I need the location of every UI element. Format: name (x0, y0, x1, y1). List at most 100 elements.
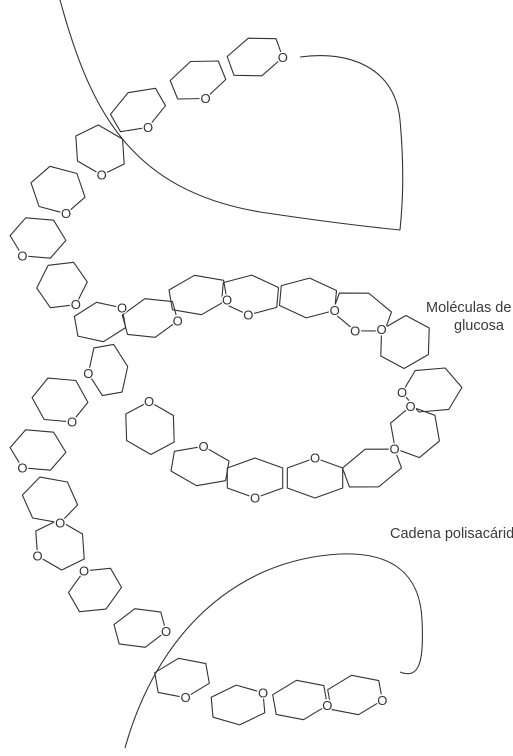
helix-upper-loop (59, 0, 401, 231)
oxygen-atom-mask (396, 386, 409, 399)
oxygen-atom-mask (349, 324, 362, 337)
oxygen-atom-label: O (173, 313, 183, 328)
glycosidic-bond (38, 450, 50, 500)
oxygen-atom-mask (376, 694, 389, 707)
glucose-ring (121, 298, 179, 338)
glycosidic-bond (250, 295, 308, 298)
glucose-rings (9, 37, 463, 726)
helix-lower-loop (124, 553, 423, 749)
oxygen-atom-mask (116, 301, 129, 314)
glycosidic-bonds (38, 57, 432, 705)
oxygen-atom-label: O (390, 442, 400, 457)
oxygen-atom-mask (31, 550, 44, 562)
glucose-ring (75, 124, 125, 176)
oxygen-atom-mask (179, 691, 192, 704)
oxygen-atom-label: O (61, 206, 71, 221)
glycosidic-bond (138, 80, 198, 110)
glucose-ring (21, 476, 79, 524)
oxygen-atom-label: O (143, 120, 153, 135)
helix-axis-curves (59, 0, 423, 749)
oxygen-atom-label: O (243, 307, 253, 322)
oxygen-atom-label: O (32, 549, 42, 564)
molecules-label-line1: Moléculas de (426, 300, 512, 316)
oxygen-atom-label: O (198, 439, 208, 454)
oxygen-atom-label: O (79, 563, 89, 578)
glucose-ring (30, 165, 86, 215)
glycosidic-bond (60, 545, 95, 590)
glucose-ring (113, 608, 167, 648)
oxygen-atom-label: O (55, 515, 65, 530)
oxygen-atom-mask (404, 400, 417, 413)
oxygen-atom-label: O (71, 297, 81, 312)
oxygen-atom-mask (197, 440, 210, 453)
glycosidic-bond (198, 57, 255, 80)
glucose-ring (380, 314, 430, 370)
oxygen-atom-label: O (350, 323, 360, 338)
oxygen-atom-mask (388, 443, 401, 456)
oxygen-atom-mask (54, 516, 67, 529)
oxygen-atom-label: O (258, 685, 268, 700)
oxygen-atom-label: O (161, 624, 171, 639)
oxygen-atom-label: O (67, 414, 77, 429)
oxygen-atom-mask (160, 625, 172, 638)
oxygen-atom-mask (242, 308, 255, 321)
oxygen-atom-mask (82, 367, 95, 380)
glucose-ring (272, 679, 328, 721)
oxygen-atom-label: O (17, 460, 27, 475)
oxygen-atom-label: O (17, 248, 27, 263)
glucose-ring (31, 377, 89, 423)
glucose-ring (390, 405, 440, 459)
polysaccharide-chain-label: Cadena polisacárida (390, 526, 513, 542)
oxygen-atom-mask (221, 294, 233, 306)
oxygen-atom-label: O (278, 50, 288, 65)
oxygen-atom-label: O (250, 491, 260, 506)
glucose-ring (327, 674, 383, 716)
oxygen-atom-mask (171, 314, 184, 327)
helix-upper-return (299, 55, 404, 231)
oxygen-atom-mask (199, 92, 212, 105)
oxygen-atoms: O O O O O O O O O O O O O O O O O O O O O O O O O O O O O O O O (16, 50, 417, 713)
oxygen-atom-label: O (322, 698, 332, 713)
glycosidic-bond (38, 400, 60, 450)
oxygen-atom-label: O (180, 690, 190, 705)
oxygen-atom-label: O (200, 91, 210, 106)
oxygen-atom-mask (16, 249, 29, 262)
oxygen-atom-label: O (222, 293, 232, 308)
oxygen-atom-mask (66, 415, 79, 428)
glucose-ring (125, 400, 175, 456)
oxygen-atom-mask (143, 395, 156, 408)
oxygen-atom-mask (16, 461, 29, 474)
glucose-ring (341, 448, 403, 488)
oxygen-atom-mask (309, 452, 321, 464)
oxygen-atom-label: O (97, 168, 107, 183)
oxygen-atom-mask (328, 304, 341, 317)
glucose-ring (278, 277, 338, 319)
glucose-ring (168, 274, 228, 316)
oxygen-atom-label: O (397, 385, 407, 400)
oxygen-atom-mask (321, 699, 334, 712)
glycosidic-bond (238, 700, 300, 705)
molecules-label-line2: glucosa (454, 318, 504, 334)
oxygen-atom-label: O (330, 303, 340, 318)
oxygen-atom-label: O (310, 451, 320, 466)
glucose-ring (67, 567, 123, 613)
oxygen-atom-mask (142, 121, 154, 134)
glycosidic-bond (150, 428, 200, 466)
oxygen-atom-mask (95, 169, 108, 181)
oxygen-atom-label: O (117, 300, 127, 315)
glycosidic-bond (38, 190, 58, 238)
oxygen-atom-label: O (377, 322, 387, 337)
oxygen-atom-mask (69, 298, 82, 311)
oxygen-atom-label: O (83, 366, 93, 381)
oxygen-atom-mask (78, 564, 90, 577)
oxygen-atom-mask (60, 207, 73, 220)
oxygen-atom-label: O (405, 399, 415, 414)
oxygen-atom-mask (249, 492, 261, 504)
glucose-ring (226, 37, 284, 77)
oxygen-atom-mask (257, 686, 269, 699)
oxygen-atom-label: O (144, 394, 154, 409)
glucose-ring (226, 457, 284, 499)
oxygen-atom-label: O (377, 693, 387, 708)
oxygen-atom-mask (276, 51, 289, 64)
